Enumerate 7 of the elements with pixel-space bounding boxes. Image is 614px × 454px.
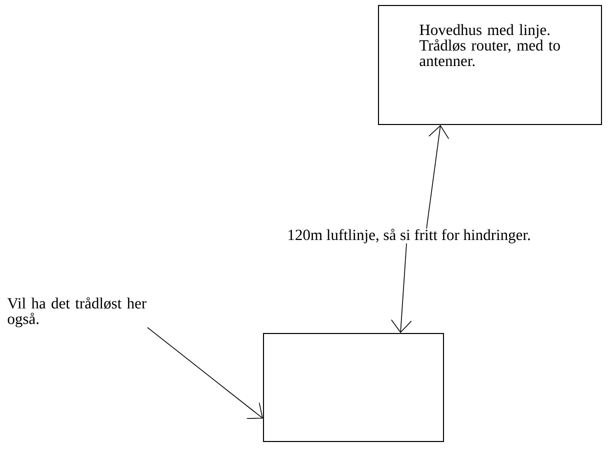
arrow	[426, 124, 450, 229]
annotation-text: Vil ha det trådløst her også.	[7, 297, 146, 328]
annotation-text: 120m luftlinje, så si fritt for hindringer.	[288, 228, 530, 244]
arrow	[390, 243, 412, 333]
empty-box	[263, 332, 444, 442]
arrow	[147, 327, 263, 419]
text-box: Hovedhus med linje. Trådløs router, med to antenner.	[378, 5, 602, 125]
